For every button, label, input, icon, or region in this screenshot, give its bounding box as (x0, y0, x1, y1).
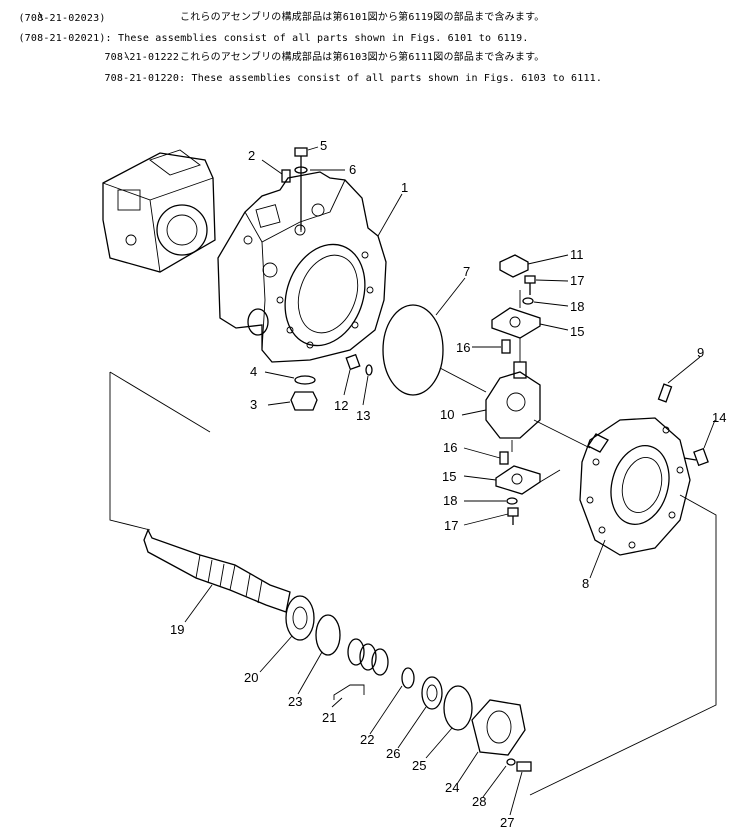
callout-7: 7 (463, 264, 470, 279)
part-22-snap-ring (401, 667, 415, 689)
part-1-pump-case (217, 171, 387, 363)
callout-13: 13 (356, 408, 370, 423)
part-3-plug (290, 391, 318, 411)
callout-18-upper: 18 (570, 299, 584, 314)
part-18-washer-upper (522, 297, 534, 305)
part-7-o-ring (382, 304, 444, 396)
part-23-snap-ring (315, 614, 341, 656)
callout-16-lower: 16 (443, 440, 457, 455)
callout-19: 19 (170, 622, 184, 637)
header-note-jp-1: これらのアセンブリの構成部品は第6101図から第6119図の部品まで含みます。 (180, 12, 545, 23)
part-17-bolt-upper (524, 275, 536, 295)
part-28-washer (506, 758, 516, 766)
callout-4: 4 (250, 364, 257, 379)
assembly-center-lines (109, 198, 717, 796)
header-note-jp-2: これらのアセンブリの構成部品は第6103図から第6111図の部品まで含みます。 (180, 52, 545, 63)
assembly-number-2-end: 708-21-01220 (104, 73, 180, 84)
header-line-3: 708-21-01222 (92, 41, 179, 63)
callout-6: 6 (349, 162, 356, 177)
callout-27: 27 (500, 815, 514, 828)
callout-17-lower: 17 (444, 518, 458, 533)
header-range-separator-2: \ (124, 51, 131, 62)
callout-9: 9 (697, 345, 704, 360)
part-17-bolt-lower (507, 507, 519, 525)
callout-24: 24 (445, 780, 459, 795)
part-10-piston (485, 361, 541, 439)
part-26-seal (421, 676, 443, 710)
part-4-o-ring (294, 375, 316, 385)
part-2-plug (281, 169, 291, 183)
callout-11: 11 (570, 247, 584, 262)
part-25-o-ring (443, 685, 473, 731)
part-27-bolt (516, 761, 532, 772)
callout-28: 28 (472, 794, 486, 809)
callout-12: 12 (334, 398, 348, 413)
assembly-number-range-start: (708-21-02023) (18, 13, 106, 24)
part-16-pin-upper (501, 339, 511, 354)
assembly-number-2-start: 708-21-01222 (104, 52, 180, 63)
part-13-o-ring (365, 364, 373, 376)
header-note-en-2: : These assemblies consist of all parts … (179, 73, 603, 84)
part-9-plug (657, 383, 673, 403)
assembly-number-range-end: (708-21-02021) (18, 33, 106, 44)
part-12-pin (345, 353, 361, 371)
part-16-pin-lower (499, 451, 509, 465)
callout-10: 10 (440, 407, 454, 422)
callout-15-lower: 15 (442, 469, 456, 484)
callout-21: 21 (322, 710, 336, 725)
part-15-retainer-upper (491, 307, 541, 339)
header-line-4: 708-21-01220: These assemblies consist o… (92, 62, 602, 84)
callout-2: 2 (248, 148, 255, 163)
part-6-o-ring (294, 166, 308, 174)
callout-14: 14 (712, 410, 726, 425)
callout-labels: 1 2 3 4 5 6 7 8 9 10 11 12 13 14 15 15 1… (170, 138, 726, 828)
header-note-en-1: : These assemblies consist of all parts … (105, 33, 529, 44)
part-20-bearing (285, 595, 315, 641)
header-line-2: (708-21-02021): These assemblies consist… (6, 22, 529, 44)
callout-15-upper: 15 (570, 324, 584, 339)
part-19-shaft (143, 528, 291, 613)
part-11-cap (499, 254, 529, 278)
callout-18-lower: 18 (443, 493, 457, 508)
callout-3: 3 (250, 397, 257, 412)
part-18-washer-lower (506, 497, 518, 505)
header-range-separator-1: \ (38, 11, 45, 22)
callout-20: 20 (244, 670, 258, 685)
callout-8: 8 (582, 576, 589, 591)
pump-assembly-reference-view (102, 149, 216, 273)
callout-26: 26 (386, 746, 400, 761)
callout-25: 25 (412, 758, 426, 773)
callout-17-upper: 17 (570, 273, 584, 288)
callout-23: 23 (288, 694, 302, 709)
part-8-end-cover (579, 417, 691, 556)
part-14-bolt (683, 447, 709, 467)
part-24-cover (471, 699, 526, 756)
callout-5: 5 (320, 138, 327, 153)
part-15-retainer-lower (495, 465, 541, 495)
part-21-ring-set (347, 638, 389, 676)
header-line-1: (708-21-02023) (6, 2, 106, 24)
leader-lines (184, 146, 716, 816)
callout-22: 22 (360, 732, 374, 747)
callout-16-upper: 16 (456, 340, 470, 355)
callout-1: 1 (401, 180, 408, 195)
